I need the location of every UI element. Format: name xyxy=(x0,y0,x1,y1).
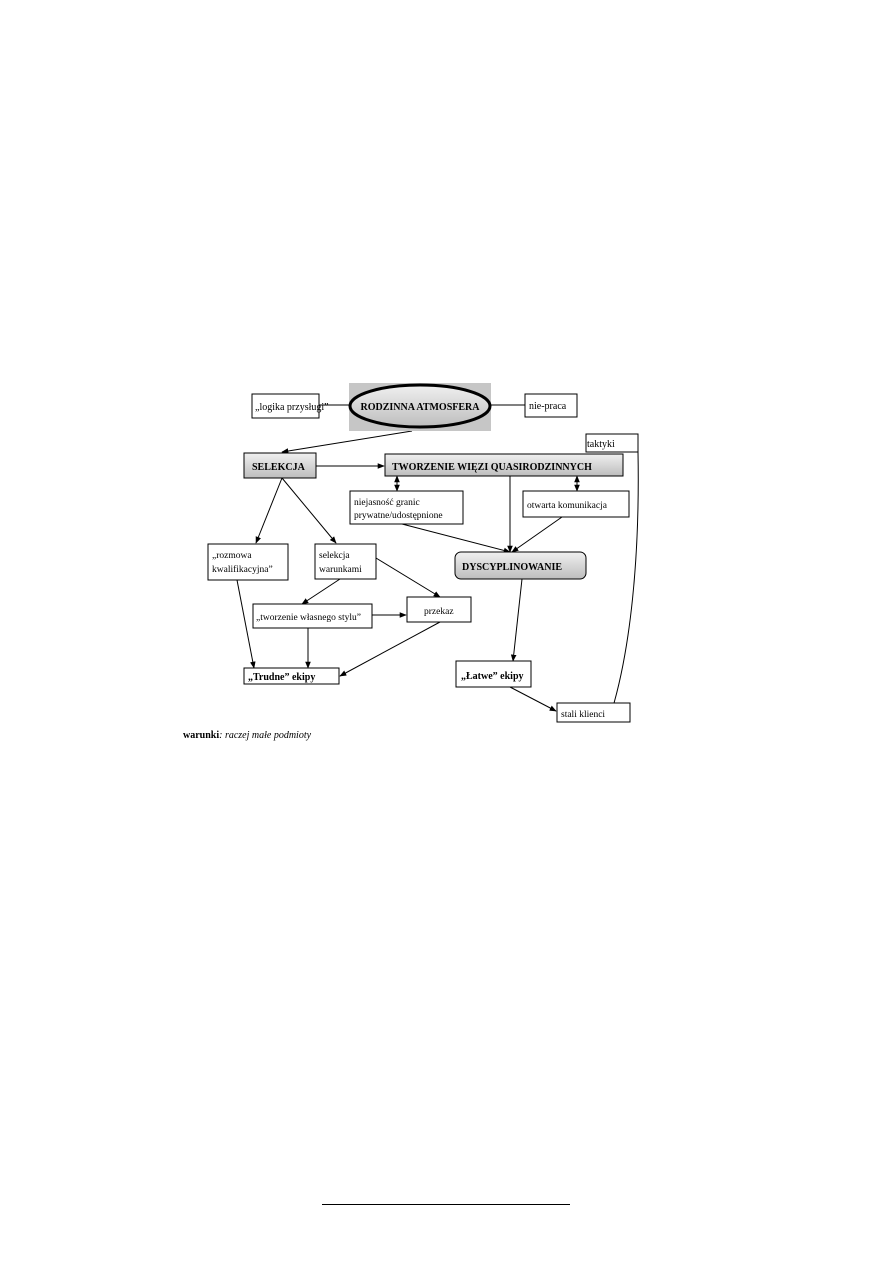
node-trudne-ekipy: „Trudne” ekipy xyxy=(248,672,315,683)
node-latwe-ekipy: „Łatwe” ekipy xyxy=(461,671,524,682)
node-tworzenie-stylu: „tworzenie własnego stylu” xyxy=(256,613,361,623)
edge-rozmowa-trudne xyxy=(236,579,256,669)
node-przekaz: przekaz xyxy=(424,607,454,617)
edge-warunkami-przekaz xyxy=(375,557,441,598)
edge-przekaz-trudne xyxy=(339,621,441,677)
node-tworzenie-wiezi: TWORZENIE WIĘZI QUASIRODZINNYCH xyxy=(392,462,592,473)
edge-taktyki-stali xyxy=(611,451,639,711)
node-selekcja-warunkami-line1: selekcja xyxy=(319,551,350,561)
node-rozmowa-line1: „rozmowa xyxy=(212,551,252,561)
node-selekcja-warunkami-line2: warunkami xyxy=(319,565,362,575)
edge-warunkami-styl xyxy=(301,578,341,605)
node-rodzinna-atmosfera: RODZINNA ATMOSFERA xyxy=(361,402,481,413)
conditions-text: : raczej małe podmioty xyxy=(219,730,312,741)
node-logika-przyslugi: „logika przysługi” xyxy=(255,402,329,413)
node-rozmowa-line2: kwalifikacyjna” xyxy=(212,564,273,575)
connectors xyxy=(236,404,639,712)
edge-otwarta-dyscyplinowanie xyxy=(511,516,563,553)
edge-dyscyplinowanie-latwe xyxy=(510,578,523,662)
node-dyscyplinowanie: DYSCYPLINOWANIE xyxy=(462,562,562,573)
edge-rodzinna-selekcja xyxy=(281,430,413,454)
edge-niejasnosc-dyscyplinowanie xyxy=(401,523,511,554)
footnote-separator xyxy=(322,1204,570,1205)
node-stali-klienci: stali klienci xyxy=(561,710,605,720)
edge-selekcja-rozmowa xyxy=(255,477,283,544)
edge-latwe-stali xyxy=(509,686,557,712)
edge-selekcja-warunkami xyxy=(281,477,337,544)
node-otwarta-komunikacja: otwarta komunikacja xyxy=(527,501,608,511)
node-taktyki: taktyki xyxy=(587,439,615,450)
conditions-label: warunki xyxy=(183,730,220,741)
node-selekcja: SELEKCJA xyxy=(252,462,306,473)
diagram-background xyxy=(240,378,648,740)
node-niejasnosc-line2: prywatne/udostępnione xyxy=(354,511,443,521)
conditions-note: warunki: raczej małe podmioty xyxy=(183,730,311,741)
node-nie-praca: nie-praca xyxy=(529,401,567,412)
node-niejasnosc-line1: niejasność granic xyxy=(354,498,420,508)
